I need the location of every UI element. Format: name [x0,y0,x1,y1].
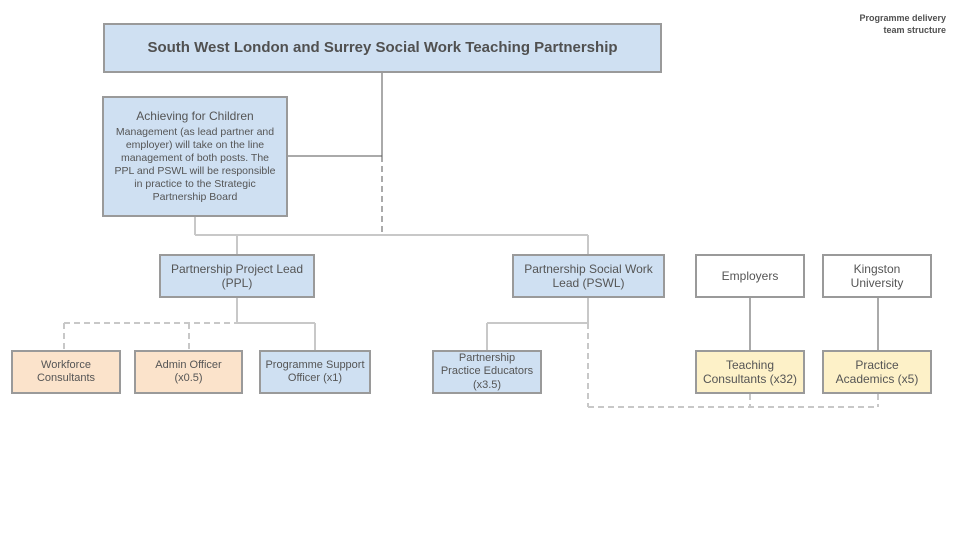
pso-label: Programme Support Officer (x1) [265,358,365,384]
workforce-consultants-box: Workforce Consultants [11,350,121,394]
programme-support-officer-box: Programme Support Officer (x1) [259,350,371,394]
pswl-label: Partnership Social Work Lead (PSWL) [524,261,653,290]
teaching-label: Teaching Consultants (x32) [702,357,798,386]
achieving-for-children-box: Achieving for Children Management (as le… [102,96,288,217]
ppl-label: Partnership Project Lead (PPL) [170,261,304,290]
academics-label: Practice Academics (x5) [835,357,919,386]
kingston-label: Kingston University [850,261,904,290]
admin-officer-box: Admin Officer (x0.5) [134,350,243,394]
corner-note: Programme delivery team structure [786,12,946,36]
partnership-title-box: South West London and Surrey Social Work… [103,23,662,73]
admin-label: Admin Officer (x0.5) [155,358,222,384]
kingston-university-box: Kingston University [822,254,932,298]
partnership-title: South West London and Surrey Social Work… [147,39,618,56]
corner-note-line1: Programme delivery [859,13,946,23]
ppe-label: Partnership Practice Educators (x3.5) [440,352,534,391]
employers-box: Employers [695,254,805,298]
employers-label: Employers [721,268,779,283]
ppl-box: Partnership Project Lead (PPL) [159,254,315,298]
pswl-box: Partnership Social Work Lead (PSWL) [512,254,665,298]
achieving-body: Management (as lead partner and employer… [114,125,276,204]
teaching-consultants-box: Teaching Consultants (x32) [695,350,805,394]
workforce-label: Workforce Consultants [36,358,96,384]
practice-academics-box: Practice Academics (x5) [822,350,932,394]
achieving-title: Achieving for Children [136,108,254,123]
practice-educators-box: Partnership Practice Educators (x3.5) [432,350,542,394]
corner-note-line2: team structure [883,25,946,36]
